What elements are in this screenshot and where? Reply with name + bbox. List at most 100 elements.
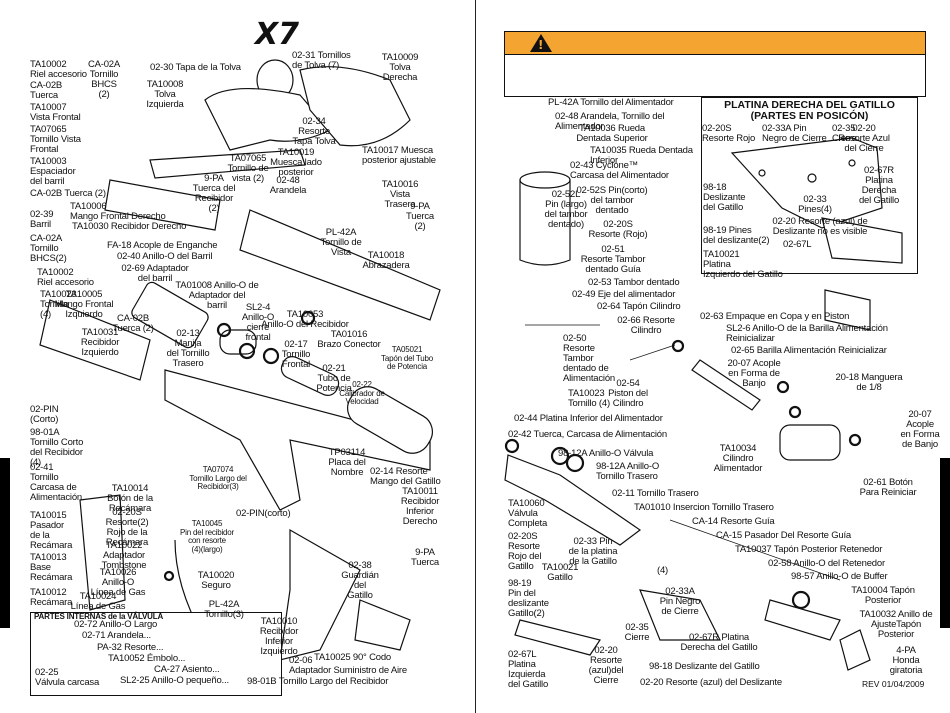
part-label-sl26: SL2-6 Anillo-O de la Barilla Alimentació… [726, 323, 888, 344]
part-label-pl42a-r: PL-42A Tornillo del Alimentador [548, 97, 674, 108]
valve-shape [504, 454, 642, 546]
trigger-plate-l-shape [514, 619, 601, 656]
part-label-i-9818: 98-18 Deslizante del Gatillo [703, 182, 746, 213]
part-label-i-9819: 98-19 Pines del deslizante(2) [703, 225, 770, 246]
part-label-ta10019: TA10019 Muesca lado posterior [270, 147, 322, 178]
feed-rod-shape [691, 359, 761, 411]
part-label-ta10023r: TA10023 Tornillo (4) [568, 388, 610, 409]
part-label-4r: (4) [657, 565, 669, 576]
part-label-0220s-r: 02-20S Resorte Rojo del Gatillo [508, 531, 542, 572]
part-label-ta10036: TA10036 Rueda Dentada Superior [576, 123, 648, 144]
part-label-ca15: CA-15 Pasador Del Resorte Guía [716, 530, 851, 541]
part-label-0240: 02-40 Anillo-O del Barril [117, 251, 213, 262]
part-label-ca02b-c: CA-02B Tuerca (2) [112, 313, 154, 334]
part-label-ta10015: TA10015 Pasador de la Recámara [30, 510, 73, 551]
swivel-shape [839, 629, 871, 671]
part-label-0233: 02-33 Pin de la platina de la Gatillo [568, 536, 618, 567]
back-cap-shape [764, 599, 841, 641]
part-label-ta10032: TA10032 Anillo de AjusteTapón Posterior [859, 609, 933, 640]
revision-date: REV 01/04/2009 [862, 679, 925, 689]
warning-icon [530, 34, 552, 52]
part-label-0243: 02-43 Cyclone™ Carcasa del Alimentador [570, 160, 669, 181]
x7-logo: X7 [253, 17, 299, 52]
part-label-9857: 98-57 Anillo-O de Buffer [791, 571, 888, 582]
part-label-0242: 02-42 Tuerca, Carcasa de Alimentación [508, 429, 667, 440]
trigger-plate-inset: PLATINA DERECHA DEL GATILLO (PARTES EN P… [701, 97, 918, 274]
part-label-ta10020: TA10020 Seguro [197, 570, 235, 591]
part-label-0220r: 02-20 Resorte (azul)del Cierre [588, 645, 624, 686]
part-label-ta10013: TA10013 Base Recámara [30, 552, 73, 583]
part-label-ta10006: TA10006 Mango Frontal Derecho [70, 201, 166, 222]
right-black-tab [940, 458, 950, 628]
part-label-i-0220s: 02-20S Resorte Rojo [702, 123, 756, 144]
part-label-ta10035: TA10035 Rueda Dentada Inferior [590, 145, 693, 166]
part-label-ca02a-b: CA-02A Tornillo BHCS(2) [30, 233, 67, 264]
power-tube-shape [280, 356, 340, 396]
part-label-ta10018: TA10018 Abrazadera [362, 250, 410, 271]
part-label-0206: 02-06 Adaptador Suministro de Aire [289, 655, 407, 676]
part-label-ta01008: TA01008 Anillo-O de Adaptador del barril [175, 280, 259, 311]
part-label-0250: 02-50 Resorte Tambor dentado de Alimenta… [563, 333, 615, 384]
feed-cylinder-shape [779, 424, 841, 461]
part-label-0233a: 02-33A Pin Negro de Cierre [659, 586, 701, 617]
part-label-ta10031: TA10031 Recibidor Izquierdo [80, 327, 120, 358]
part-label-9812a: 98-12A Anillo-O Válvula [558, 448, 654, 459]
part-label-i-0235: 02-35 Cierre [832, 123, 857, 144]
part-label-9801a: 98-01A Tornillo Corto del Recibidor (4) [30, 427, 84, 468]
part-label-ta10008: TA10008 Tolva Izquierda [146, 79, 184, 110]
part-label-ta10009: TA10009 Tolva Derecha [381, 52, 419, 83]
barrel-shape [131, 281, 209, 349]
part-label-0241: 02-41 Tornillo Carcasa de Alimentación [30, 462, 82, 503]
part-label-2007b: 20-07 Acople en Forma de Banjo [900, 409, 940, 450]
part-label-ta10012: TA10012 Recámara [30, 587, 73, 608]
part-label-i-0220: 02-20 Resorte Azul del Cierre [838, 123, 890, 154]
part-label-0261: 02-61 Botón Para Reiniciar [859, 477, 917, 498]
valve-box-title: PARTES INTERNAS de la VÁLVULA [34, 612, 164, 621]
part-label-0252l: 02-52L Pin (largo) del tambor dentado) [544, 189, 588, 230]
top-rail-shape [149, 149, 306, 179]
warning-box: ! [504, 31, 926, 97]
part-label-0254: 02-54 Piston del Cilindro [608, 378, 648, 409]
part-label-0269: 02-69 Adaptador del barril [121, 263, 189, 284]
part-label-ta01016: TA01016 Brazo Conector [317, 329, 381, 350]
warning-band: ! [505, 32, 925, 55]
part-label-9pa-a: 9-PA Tuerca del Recibidor (2) [192, 173, 236, 214]
part-label-ta10007: TA10007 Vista Frontal [30, 102, 81, 123]
part-label-0234: 02-34 Resorte Tapa Tolva [292, 116, 336, 147]
part-label-0238: 02-38 Guardián del Gatillo [341, 560, 379, 601]
part-label-pl42a: PL-42A Tornillo(3) [204, 599, 244, 620]
left-black-tab [0, 458, 10, 628]
hopper-left-shape [204, 87, 331, 151]
part-label-0244: 02-44 Platina Inferior del Alimentador [514, 413, 663, 424]
part-label-ta10011: TA10011 Recibidor Inferior Derecho [400, 486, 440, 527]
part-label-0248r: 02-48 Arandela, Tornillo del Alimentador [555, 111, 665, 132]
part-label-9pa-c: 9-PA Tuerca [410, 547, 440, 568]
part-label-ta10021r: TA10021 Gatillo [541, 562, 579, 583]
part-label-ta10002-b: TA10002 Riel accesorio [37, 267, 94, 288]
part-label-0220-last: 02-20 Resorte (azul) del Deslizante [640, 677, 782, 688]
part-label-sl225: SL2-25 Anillo-O pequeño... [120, 675, 229, 686]
valve-internals-box: PARTES INTERNAS de la VÁLVULA [30, 612, 282, 696]
part-label-ta10003: TA10003 Espaciador del barril [30, 156, 76, 187]
part-label-0231: 02-31 Tornillos de Tolva (7) [292, 50, 351, 71]
barb-fitting-shape [824, 289, 871, 331]
part-label-sl24: SL2-4 Anillo-O cierre frontal [241, 302, 275, 343]
part-label-0220s-a: 02-20S Resorte(2) Rojo de la Recámara [105, 507, 149, 548]
hopper-right-shape [299, 66, 411, 147]
part-label-2007a: 20-07 Acople en Forma de Banjo [727, 358, 781, 389]
part-label-9819r: 98-19 Pin del deslizante Gatillo(2) [508, 578, 549, 619]
part-label-02pin: 02-PIN (Corto) [30, 404, 59, 425]
part-label-0251: 02-51 Resorte Tambor dentado Guía [580, 244, 646, 275]
part-label-0213: 02-13 Manija del Tornillo Trasero [166, 328, 210, 369]
part-label-ca02b-a: CA-02B Tuerca [30, 80, 63, 101]
part-label-ta10034: TA10034 Cilindro Alimentador [713, 443, 763, 474]
part-label-ta10016: TA10016 Vista Trasera [381, 179, 419, 210]
part-label-0249: 02-49 Eje del alimentador [572, 289, 676, 300]
part-label-i-0220-2: 02-20 Resorte (azul) de Deslizante no es… [772, 216, 868, 237]
part-label-0211: 02-11 Tornillo Trasero [612, 488, 699, 499]
part-label-ta07065b: TA07065 Tornillo de vista (2) [227, 153, 269, 184]
trigger-plate-r-shape [639, 589, 721, 641]
part-label-sl242a: PL-42A Tornillo de Vista [320, 227, 362, 258]
air-adapter-shape [354, 599, 411, 651]
